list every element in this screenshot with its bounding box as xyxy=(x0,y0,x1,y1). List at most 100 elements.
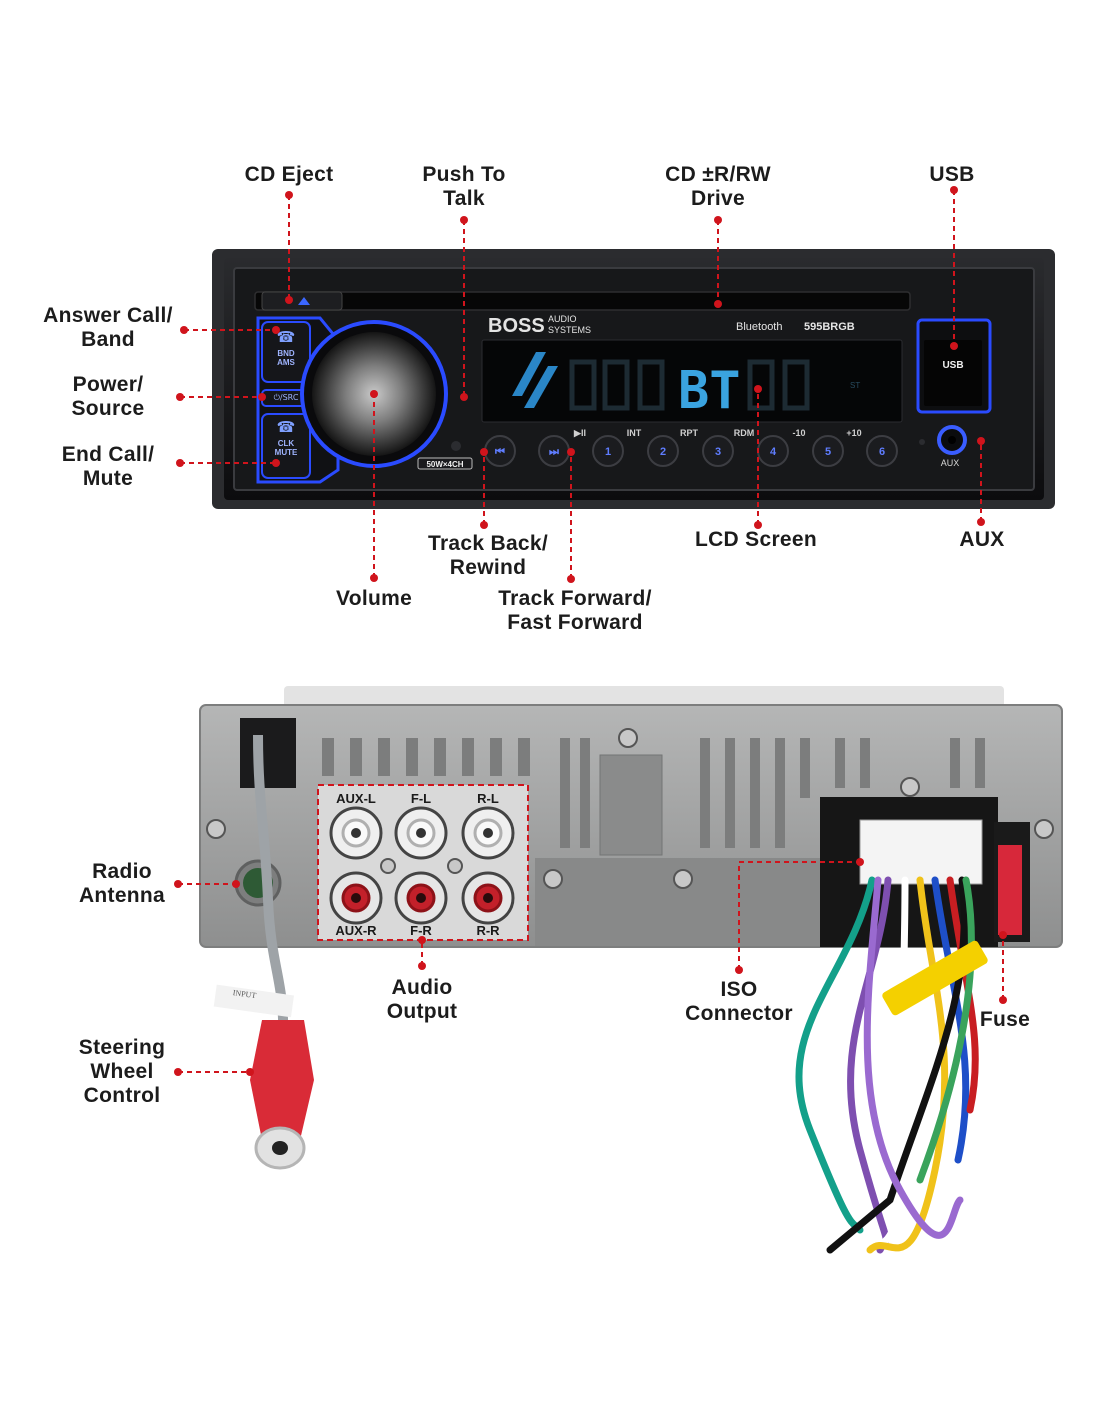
leader-dot xyxy=(856,858,864,866)
leader-dot xyxy=(176,459,184,467)
callout-audio-output: Audio Output xyxy=(386,976,458,1023)
lcd-segments xyxy=(569,359,810,411)
src-button-label: ⏻/SRC xyxy=(274,393,299,402)
callout-aux: AUX xyxy=(959,528,1005,551)
callout-answer-call: Answer Call/ Band xyxy=(43,304,173,351)
rca-label-top: F-L xyxy=(411,791,431,806)
leader-dot xyxy=(999,996,1007,1004)
preset-button xyxy=(592,435,624,467)
cable-tag xyxy=(213,984,295,1018)
callout-cd-eject: CD Eject xyxy=(244,163,334,186)
callout-volume: Volume xyxy=(335,587,413,610)
preset-function-label: INT xyxy=(627,428,642,438)
preset-function-label: RPT xyxy=(680,428,699,438)
power-badge xyxy=(417,457,473,470)
preset-function-label: RDM xyxy=(734,428,755,438)
leader-dot xyxy=(950,186,958,194)
lcd-small-indicator: ST xyxy=(850,381,860,390)
callout-iso-connector: ISO Connector xyxy=(685,978,793,1025)
rca-label-bottom: AUX-R xyxy=(335,923,377,938)
callout-radio-antenna: Radio Antenna xyxy=(78,860,166,907)
callout-track-forward: Track Forward/ Fast Forward xyxy=(498,587,652,634)
leader-dot xyxy=(480,448,488,456)
callout-usb: USB xyxy=(929,163,975,186)
preset-button xyxy=(647,435,679,467)
leader-dot xyxy=(232,880,240,888)
preset-button-label: 3 xyxy=(715,446,721,458)
cable-tag-text: INPUT xyxy=(232,988,257,1000)
leader-dot xyxy=(754,521,762,529)
callout-dots xyxy=(174,186,1007,1076)
leader-dot xyxy=(999,931,1007,939)
phone-end-icon: ☎ xyxy=(277,418,296,436)
leader-dot xyxy=(418,936,426,944)
rca-jacks xyxy=(329,806,515,925)
leader-dot xyxy=(977,518,985,526)
usb-port-label: USB xyxy=(942,360,963,371)
rca-labels: AUX-L AUX-R F-L F-R R-L R-R xyxy=(335,791,500,938)
callout-track-back: Track Back/ Rewind xyxy=(427,532,549,579)
leader-dot xyxy=(950,342,958,350)
brand-sub-audio: AUDIO xyxy=(548,314,577,324)
leader-dot xyxy=(272,459,280,467)
callout-cd-drive: CD ±R/RW Drive xyxy=(665,163,771,210)
leader-dot xyxy=(174,880,182,888)
leader-dot xyxy=(370,390,378,398)
phone-answer-icon: ☎ xyxy=(277,328,296,346)
yellow-tag xyxy=(882,940,988,1016)
cd-slot xyxy=(254,291,911,311)
leader-dot xyxy=(370,574,378,582)
wire-harness xyxy=(795,876,979,1254)
rca-label-top: R-L xyxy=(477,791,499,806)
leader-dot xyxy=(418,962,426,970)
heat-fins xyxy=(322,738,985,848)
preset-button-label: ⏮ xyxy=(495,446,505,458)
leader-dot xyxy=(480,521,488,529)
leader-dot xyxy=(977,437,985,445)
leader-dot xyxy=(735,966,743,974)
preset-button-label: 6 xyxy=(879,446,885,458)
bluetooth-label: Bluetooth xyxy=(736,321,782,333)
leader-dot xyxy=(754,385,762,393)
callout-steering-wheel: Steering Wheel Control xyxy=(78,1036,166,1107)
rca-plug-body xyxy=(250,1020,314,1140)
callout-end-call: End Call/ Mute xyxy=(61,443,155,490)
rca-label-bottom: R-R xyxy=(476,923,500,938)
preset-button-label: ⏭ xyxy=(549,446,559,458)
head-unit-rear xyxy=(199,686,1063,1254)
brand-sub-systems: SYSTEMS xyxy=(548,325,591,335)
rca-label-top: AUX-L xyxy=(336,791,376,806)
leader-dot xyxy=(272,326,280,334)
callout-leaders xyxy=(178,190,1004,1073)
callout-fuse: Fuse xyxy=(979,1008,1031,1031)
preset-button-label: 5 xyxy=(825,446,831,458)
leader-dot xyxy=(176,393,184,401)
preset-function-label: +10 xyxy=(846,428,861,438)
preset-button xyxy=(702,435,734,467)
leader-dot xyxy=(285,191,293,199)
brand-logo: BOSS xyxy=(488,315,545,337)
callout-power-source: Power/ Source xyxy=(71,373,145,420)
preset-button-label: 4 xyxy=(770,446,777,458)
preset-function-label: ▶II xyxy=(573,428,586,438)
leader-dot xyxy=(174,1068,182,1076)
iso-connector-plug xyxy=(859,819,983,885)
callout-lcd-screen: LCD Screen xyxy=(694,528,818,551)
rca-label-bottom: F-R xyxy=(410,923,432,938)
leader-dot xyxy=(567,448,575,456)
power-badge-text: 50W×4CH xyxy=(426,460,463,469)
eject-icon xyxy=(298,297,310,305)
lcd-logo-stripes xyxy=(512,352,558,408)
model-label: 595BRGB xyxy=(804,321,855,333)
leader-line xyxy=(738,861,860,970)
preset-button-label: 2 xyxy=(660,446,666,458)
screws xyxy=(206,728,1054,889)
leader-dot xyxy=(246,1068,254,1076)
callout-push-to-talk: Push To Talk xyxy=(422,163,506,210)
microphone xyxy=(451,441,461,451)
preset-button xyxy=(812,435,844,467)
